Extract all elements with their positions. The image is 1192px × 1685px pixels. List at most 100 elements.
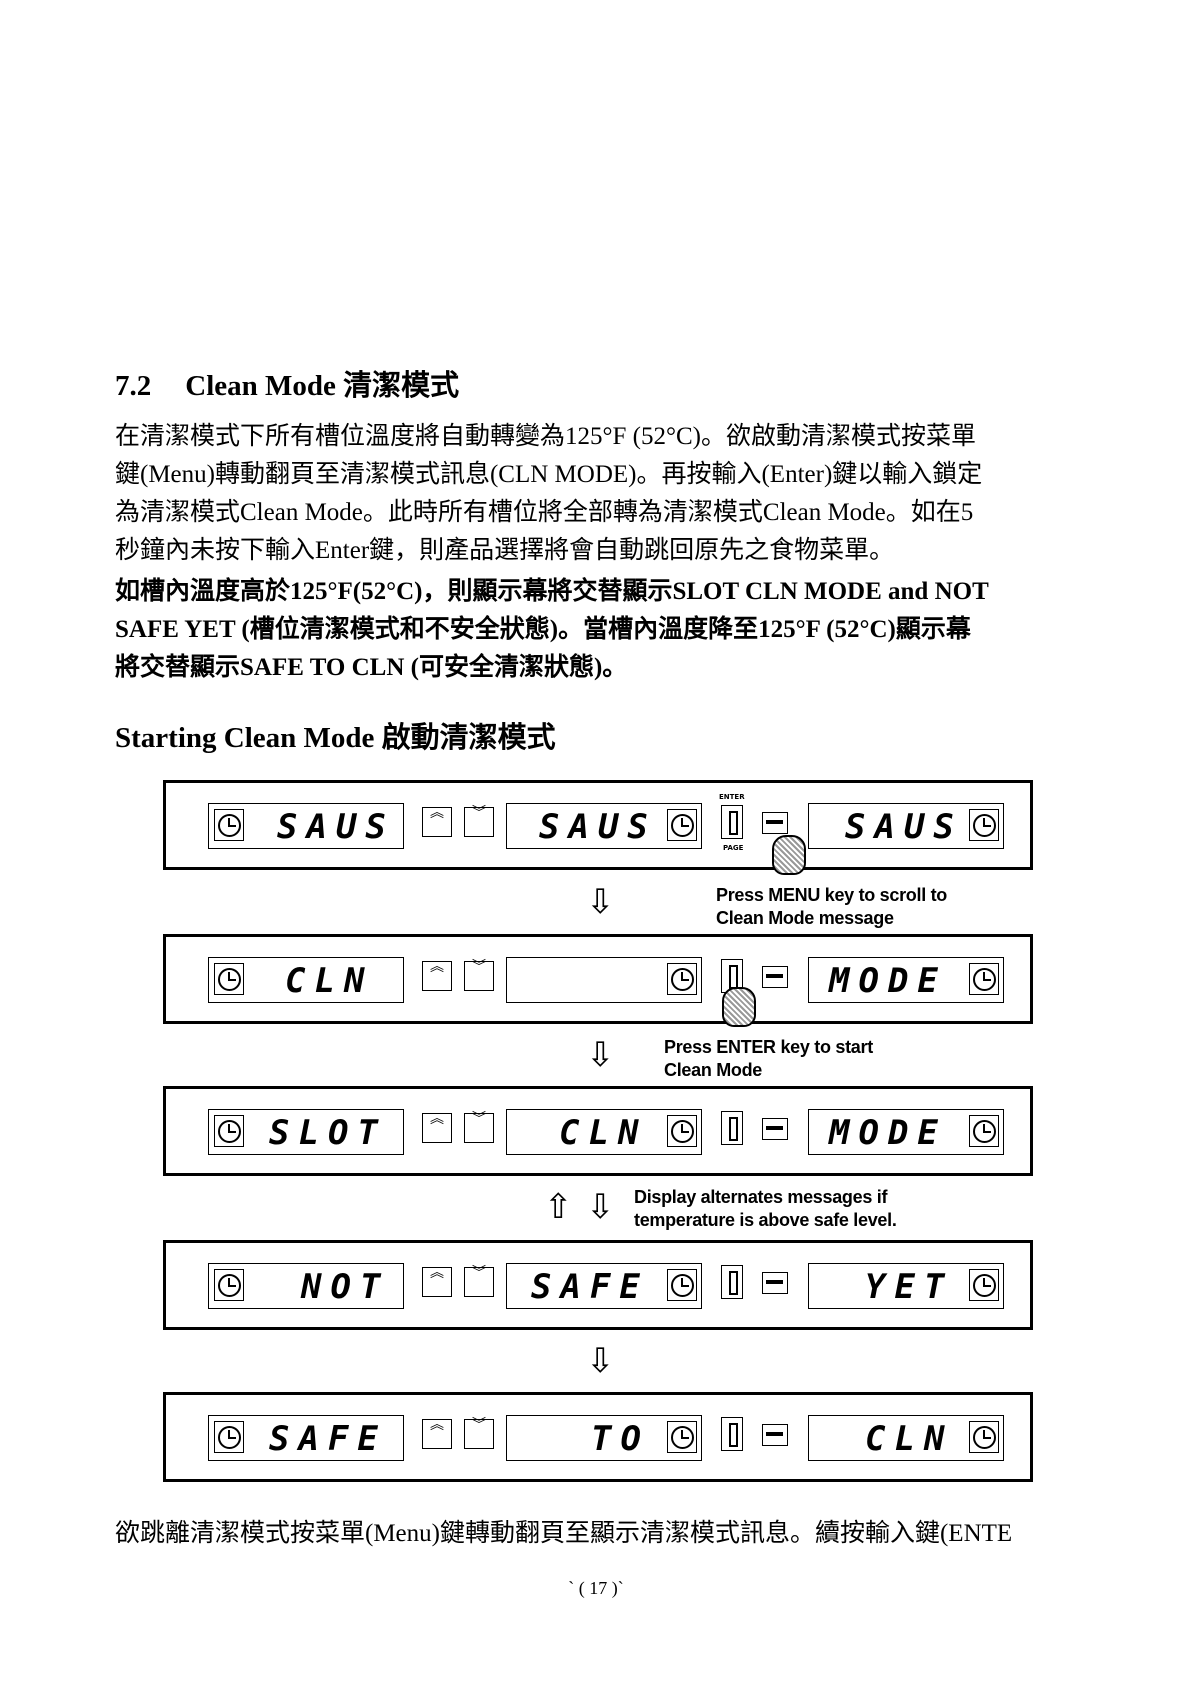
caption-line: Press ENTER key to start [664,1037,873,1057]
clock-icon [969,1421,999,1453]
menu-key-icon[interactable] [762,1424,788,1446]
page-number: ` ( 17 )` [568,1578,624,1598]
up-key-icon[interactable]: ︽ [422,1418,452,1449]
down-key-icon[interactable]: ︾ [464,1266,494,1297]
lcd-right: SAUS [808,803,1004,849]
lcd-middle: TO [506,1415,702,1461]
lcd-text: SLOT [269,1113,387,1153]
caption-step3: Display alternates messages if temperatu… [634,1186,897,1232]
lcd-right: CLN [808,1415,1004,1461]
warning-paragraph: 如槽內溫度高於125°F(52°C)，則顯示幕將交替顯示SLOT CLN MOD… [115,573,1095,687]
warning-line: 如槽內溫度高於125°F(52°C)，則顯示幕將交替顯示SLOT CLN MOD… [115,578,989,605]
enter-key-icon[interactable] [721,1111,743,1145]
menu-key-icon[interactable] [762,1118,788,1140]
display-panel-1: SAUS ︽ ︾ SAUS ENTER PAGE SAUS [163,780,1033,875]
down-key-icon[interactable]: ︾ [464,960,494,991]
clock-icon [667,809,697,841]
down-arrow-icon: ⇩ [586,1341,615,1381]
lcd-text: TO [591,1419,650,1459]
lcd-middle [506,957,702,1003]
display-panel-3: SLOT ︽ ︾ CLN MODE [163,1086,1033,1176]
lcd-text: MODE [829,961,947,1001]
intro-paragraph: 在清潔模式下所有槽位溫度將自動轉變為125°F (52°C)。欲啟動清潔模式按菜… [115,418,1095,570]
clock-icon [667,1115,697,1147]
caption-line: Clean Mode [664,1060,763,1080]
lcd-right: MODE [808,1109,1004,1155]
intro-line: 秒鐘內未按下輸入Enter鍵，則產品選擇將會自動跳回原先之食物菜單。 [115,537,895,564]
warning-line: SAFE YET (槽位清潔模式和不安全狀態)。當槽內溫度降至125°F (52… [115,616,971,643]
lcd-text: CLN [865,1419,954,1459]
lcd-left: NOT [208,1263,404,1309]
bottom-text: 欲跳離清潔模式按菜單(Menu)鍵轉動翻頁至顯示清潔模式訊息。續按輸入鍵(ENT… [115,1520,1013,1547]
section-title: Clean Mode 清潔模式 [185,370,460,402]
up-arrow-icon: ⇧ [544,1187,573,1227]
pointing-finger-icon [722,987,756,1027]
clock-icon [214,809,244,841]
lcd-left: SAFE [208,1415,404,1461]
clock-icon [667,1421,697,1453]
warning-line: 將交替顯示SAFE TO CLN (可安全清潔狀態)。 [115,654,628,681]
down-key-icon[interactable]: ︾ [464,1418,494,1449]
up-key-icon[interactable]: ︽ [422,806,452,837]
clock-icon [969,963,999,995]
section-heading: 7.2 Clean Mode 清潔模式 [115,362,459,404]
caption-step2: Press ENTER key to start Clean Mode [664,1036,873,1082]
lcd-text: CLN [285,961,374,1001]
clock-icon [969,1269,999,1301]
down-arrow-icon: ⇩ [586,882,615,922]
up-key-icon[interactable]: ︽ [422,1112,452,1143]
down-arrow-icon: ⇩ [586,1187,615,1227]
lcd-text: NOT [301,1267,390,1307]
menu-key-icon[interactable] [762,966,788,988]
down-key-icon[interactable]: ︾ [464,806,494,837]
clock-icon [667,1269,697,1301]
lcd-left: CLN [208,957,404,1003]
clock-icon [214,1115,244,1147]
menu-key-icon[interactable] [762,1272,788,1294]
pointing-finger-icon [772,835,806,875]
lcd-text: MODE [829,1113,947,1153]
enter-key-icon[interactable] [721,805,743,839]
lcd-right: MODE [808,957,1004,1003]
enter-key-icon[interactable] [721,1417,743,1451]
up-key-icon[interactable]: ︽ [422,1266,452,1297]
lcd-text: CLN [559,1113,648,1153]
caption-line: Display alternates messages if [634,1187,888,1207]
lcd-text: SAFE [531,1267,649,1307]
clock-icon [969,1115,999,1147]
lcd-right: YET [808,1263,1004,1309]
clock-icon [214,963,244,995]
up-key-icon[interactable]: ︽ [422,960,452,991]
lcd-text: SAUS [277,807,395,847]
enter-key-icon[interactable] [721,1265,743,1299]
section-number: 7.2 [115,370,152,402]
menu-key-icon[interactable] [762,812,788,834]
lcd-left: SAUS [208,803,404,849]
lcd-middle: SAUS [506,803,702,849]
clock-icon [214,1421,244,1453]
down-arrow-icon: ⇩ [586,1035,615,1075]
lcd-text: SAUS [539,807,657,847]
lcd-middle: SAFE [506,1263,702,1309]
subheading: Starting Clean Mode 啟動清潔模式 [115,722,556,754]
caption-line: Clean Mode message [716,908,894,928]
lcd-left: SLOT [208,1109,404,1155]
display-panel-2: CLN ︽ ︾ MODE [163,934,1033,1027]
clock-icon [214,1269,244,1301]
intro-line: 鍵(Menu)轉動翻頁至清潔模式訊息(CLN MODE)。再按輸入(Enter)… [115,461,983,488]
caption-line: Press MENU key to scroll to [716,885,947,905]
page-label: PAGE [723,844,744,852]
clock-icon [969,809,999,841]
display-panel-4: NOT ︽ ︾ SAFE YET [163,1240,1033,1330]
lcd-text: SAUS [845,807,963,847]
enter-label: ENTER [719,793,745,801]
lcd-text: YET [865,1267,954,1307]
caption-step1: Press MENU key to scroll to Clean Mode m… [716,884,947,930]
down-key-icon[interactable]: ︾ [464,1112,494,1143]
display-panel-5: SAFE ︽ ︾ TO CLN [163,1392,1033,1482]
intro-line: 為清潔模式Clean Mode。此時所有槽位將全部轉為清潔模式Clean Mod… [115,499,974,526]
lcd-text: SAFE [269,1419,387,1459]
lcd-middle: CLN [506,1109,702,1155]
clock-icon [667,963,697,995]
intro-line: 在清潔模式下所有槽位溫度將自動轉變為125°F (52°C)。欲啟動清潔模式按菜… [115,423,976,450]
